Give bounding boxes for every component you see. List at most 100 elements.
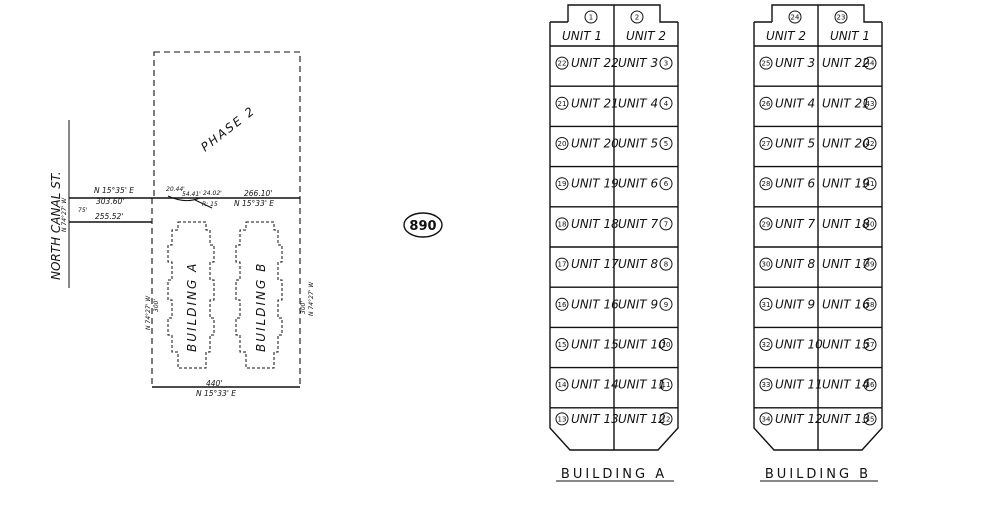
unit-label: UNIT 13 [822,412,870,426]
unit-label: UNIT 3 [775,56,815,70]
phase-2-parcel [153,51,301,199]
unit-number: 14 [558,381,567,389]
unit-label: UNIT 2 [766,29,806,43]
unit-number: 2 [635,14,639,22]
dist-r-label: R: 15 [202,201,218,208]
dist-300-label: 300' [153,299,160,312]
unit-number-circle [759,378,773,392]
west-bearing-label: N 74°27' W [61,197,68,232]
unit-number-circle [659,217,673,231]
unit-number: 21 [558,100,567,108]
top-notch [771,4,882,23]
bearing-right-label: N 74°27' W [308,281,315,316]
unit-label: UNIT 11 [618,378,666,392]
unit-number: 26 [762,100,771,108]
unit-number-circle [659,96,673,110]
unit-label: UNIT 13 [571,412,619,426]
dist-303-label: 303.60' [96,197,124,206]
unit-number: 28 [762,180,771,188]
unit-number-circle [555,177,569,191]
unit-number-circle [555,338,569,351]
building-b-footprint [235,221,283,369]
bearing-top-left-label: N 15°35' E [94,186,134,195]
unit-number: 38 [866,301,875,309]
top-notch [567,4,678,23]
unit-number: 39 [866,261,875,269]
unit-number: 44 [866,60,875,68]
unit-label: UNIT 16 [571,297,619,311]
unit-number-circle [555,412,569,426]
unit-label: UNIT 2 [626,29,666,43]
street-label: NORTH CANAL ST. [49,171,63,280]
unit-label: UNIT 12 [618,412,666,426]
unit-number-circle [659,412,673,426]
unit-number: 35 [866,415,875,423]
dist-right-label: 300' [300,301,307,314]
unit-label: UNIT 20 [822,137,870,151]
unit-number-circle [759,338,773,351]
unit-label: UNIT 8 [775,257,815,271]
unit-number: 27 [762,140,771,148]
unit-number-circle [759,137,773,150]
bearing-bottom-label: N 15°33' E [196,389,236,398]
unit-label: UNIT 17 [571,257,619,271]
unit-number-circle [863,338,877,351]
unit-label: UNIT 18 [571,217,619,231]
unit-number: 29 [762,220,771,228]
unit-number: 32 [762,341,771,349]
unit-number-circle [863,56,877,70]
unit-label: UNIT 22 [822,56,870,70]
unit-number: 43 [866,100,875,108]
curve-tie [194,199,213,209]
unit-number-circle [863,378,877,392]
unit-number-circle [659,177,673,191]
unit-number: 22 [558,60,567,68]
phase-label: PHASE 2 [198,103,258,154]
unit-number-circle [659,297,673,311]
site-plan: NORTH CANAL ST. N 74°27' W 75' N 15°35' … [49,51,315,398]
unit-label: UNIT 5 [775,137,815,151]
unit-label: UNIT 15 [822,338,870,352]
building-title: BUILDING A [561,467,667,482]
unit-number-circle [584,10,598,24]
curve-detail [167,195,201,202]
unit-label: UNIT 14 [571,378,619,392]
unit-number: 1 [589,14,593,22]
unit-number: 13 [558,415,567,423]
dist-20-label: 20.44' [166,186,185,193]
unit-number-circle [555,96,569,110]
unit-label: UNIT 22 [571,56,619,70]
unit-number: 10 [662,341,671,349]
unit-number-circle [863,257,877,271]
unit-number-circle [759,257,773,271]
unit-label: UNIT 3 [618,56,658,70]
unit-number: 23 [837,14,846,22]
unit-label: UNIT 1 [830,29,870,43]
unit-label: UNIT 5 [618,137,658,151]
dist-54-label: 54.41' [182,191,201,198]
unit-number-circle [863,96,877,110]
unit-number-circle [759,412,773,426]
unit-number: 36 [866,381,875,389]
unit-label: UNIT 16 [822,297,870,311]
unit-number: 15 [558,341,567,349]
unit-number-circle [555,56,569,70]
unit-label: UNIT 15 [571,338,619,352]
dist-75-label: 75' [78,207,88,214]
page-badge-oval [403,212,443,238]
unit-number-circle [759,217,773,231]
unit-number: 24 [791,14,800,22]
unit-label: UNIT 9 [618,297,658,311]
unit-number-circle [659,137,673,150]
unit-label: UNIT 10 [618,338,666,352]
unit-number: 12 [662,415,671,423]
unit-number: 17 [558,261,567,269]
unit-number-circle [759,177,773,191]
dist-255-label: 255.52' [95,212,123,221]
unit-number-circle [555,257,569,271]
unit-number: 9 [664,301,668,309]
dist-24-label: 24.02' [203,190,222,197]
